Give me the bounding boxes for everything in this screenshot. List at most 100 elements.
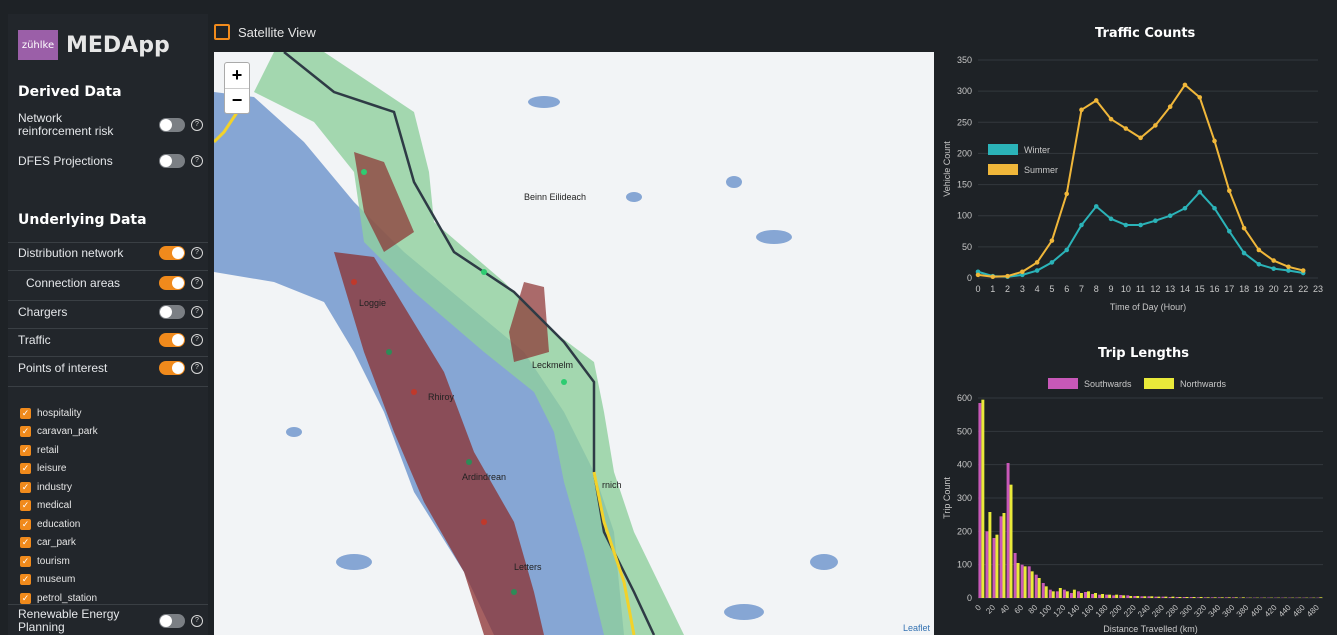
- distribution-line: [283, 52, 656, 635]
- checkbox-checked-icon[interactable]: ✓: [20, 463, 31, 475]
- lake: [528, 96, 560, 108]
- satellite-view-control[interactable]: Satellite View: [214, 24, 316, 40]
- x-tick-label: 400: [1249, 603, 1265, 619]
- bar-northwards: [1058, 588, 1062, 598]
- y-tick-label: 100: [957, 560, 972, 570]
- checkbox-checked-icon[interactable]: ✓: [20, 481, 31, 493]
- x-axis-label: Distance Travelled (km): [1103, 624, 1198, 634]
- toggle-row-renewable: Renewable Energy Planning ?: [18, 608, 203, 634]
- poi-item-leisure[interactable]: ✓leisure: [20, 463, 67, 475]
- help-icon[interactable]: ?: [191, 155, 203, 167]
- bar-northwards: [1220, 597, 1224, 598]
- lake: [286, 427, 302, 437]
- y-tick-label: 100: [957, 211, 972, 221]
- bar-southwards: [1105, 594, 1109, 598]
- bar-southwards: [1041, 583, 1045, 598]
- bar-southwards: [1062, 589, 1066, 598]
- data-point: [1064, 191, 1069, 197]
- bar-southwards: [1217, 597, 1221, 598]
- bar-northwards: [1164, 596, 1168, 598]
- data-point: [1182, 82, 1188, 88]
- bar-northwards: [1002, 513, 1006, 598]
- checkbox-checked-icon[interactable]: ✓: [20, 555, 31, 567]
- help-icon[interactable]: ?: [191, 362, 203, 374]
- legend-swatch: [988, 164, 1018, 175]
- poi-item-retail[interactable]: ✓retail: [20, 444, 59, 456]
- checkbox-checked-icon[interactable]: ✓: [20, 537, 31, 549]
- toggle-label: Renewable Energy Planning: [18, 607, 120, 634]
- toggle-label: Traffic: [18, 332, 51, 347]
- network-buffer-red: [334, 252, 544, 635]
- y-tick-label: 600: [957, 393, 972, 403]
- y-tick-label: 350: [957, 55, 972, 65]
- data-point: [1256, 247, 1262, 253]
- checkbox-checked-icon[interactable]: ✓: [20, 426, 31, 438]
- poi-item-car-park[interactable]: ✓car_park: [20, 537, 76, 549]
- traffic-toggle[interactable]: [159, 333, 185, 347]
- checkbox-checked-icon[interactable]: ✓: [20, 574, 31, 586]
- poi-item-medical[interactable]: ✓medical: [20, 500, 72, 512]
- renewable-toggle[interactable]: [159, 614, 185, 628]
- x-tick-label: 120: [1052, 603, 1068, 619]
- data-point: [1034, 260, 1040, 265]
- network-risk-toggle[interactable]: [159, 118, 185, 132]
- data-point: [1153, 123, 1158, 128]
- x-tick-label: 18: [1239, 284, 1249, 294]
- satellite-checkbox[interactable]: [214, 24, 230, 40]
- poi-item-caravan-park[interactable]: ✓caravan_park: [20, 426, 98, 438]
- zoom-in-button[interactable]: +: [225, 63, 249, 89]
- poi-item-hospitality[interactable]: ✓hospitality: [20, 407, 82, 419]
- bar-southwards: [1147, 596, 1151, 598]
- help-icon[interactable]: ?: [191, 119, 203, 131]
- checkbox-checked-icon[interactable]: ✓: [20, 407, 31, 419]
- checkbox-checked-icon[interactable]: ✓: [20, 444, 31, 456]
- toggle-label: Points of interest: [18, 360, 108, 375]
- poi-item-industry[interactable]: ✓industry: [20, 481, 73, 493]
- bar-northwards: [1206, 597, 1210, 598]
- chargers-toggle[interactable]: [159, 305, 185, 319]
- poi-dot: [561, 379, 567, 385]
- divider: [8, 356, 208, 357]
- distribution-toggle[interactable]: [159, 246, 185, 260]
- bar-northwards: [1171, 596, 1175, 598]
- leaflet-attribution[interactable]: Leaflet: [902, 623, 930, 633]
- poi-item-education[interactable]: ✓education: [20, 518, 81, 530]
- poi-toggle[interactable]: [159, 361, 185, 375]
- x-tick-label: 60: [1013, 603, 1026, 616]
- help-icon[interactable]: ?: [191, 306, 203, 318]
- bar-northwards: [1122, 595, 1126, 598]
- legend-label: Winter: [1024, 145, 1050, 155]
- bar-northwards: [1086, 591, 1090, 598]
- dfes-toggle[interactable]: [159, 154, 185, 168]
- lake: [724, 604, 764, 620]
- poi-item-museum[interactable]: ✓museum: [20, 574, 76, 586]
- help-icon[interactable]: ?: [191, 334, 203, 346]
- data-point: [1108, 216, 1114, 222]
- brand: zühlke MEDApp: [18, 30, 170, 60]
- bar-southwards: [1006, 463, 1010, 598]
- poi-item-petrol-station[interactable]: ✓petrol_station: [20, 592, 98, 604]
- x-tick-label: 380: [1235, 603, 1251, 619]
- divider: [8, 328, 208, 329]
- poi-dot: [386, 349, 392, 355]
- map-view[interactable]: Beinn Eilideach Loggie Leckmelm Rhiroy A…: [214, 52, 934, 635]
- bar-southwards: [1133, 596, 1137, 598]
- checkbox-checked-icon[interactable]: ✓: [20, 500, 31, 512]
- help-icon[interactable]: ?: [191, 277, 203, 289]
- bar-southwards: [1020, 564, 1024, 598]
- zoom-out-button[interactable]: −: [231, 90, 243, 111]
- data-point: [1093, 98, 1099, 103]
- poi-item-tourism[interactable]: ✓tourism: [20, 555, 70, 567]
- checkbox-checked-icon[interactable]: ✓: [20, 518, 31, 530]
- checkbox-checked-icon[interactable]: ✓: [20, 592, 31, 604]
- bar-southwards: [1126, 595, 1130, 598]
- help-icon[interactable]: ?: [191, 615, 203, 627]
- data-point: [1241, 250, 1247, 256]
- help-icon[interactable]: ?: [191, 247, 203, 259]
- data-point: [1153, 218, 1158, 223]
- connection-areas-toggle[interactable]: [159, 276, 185, 290]
- data-point: [1005, 273, 1010, 279]
